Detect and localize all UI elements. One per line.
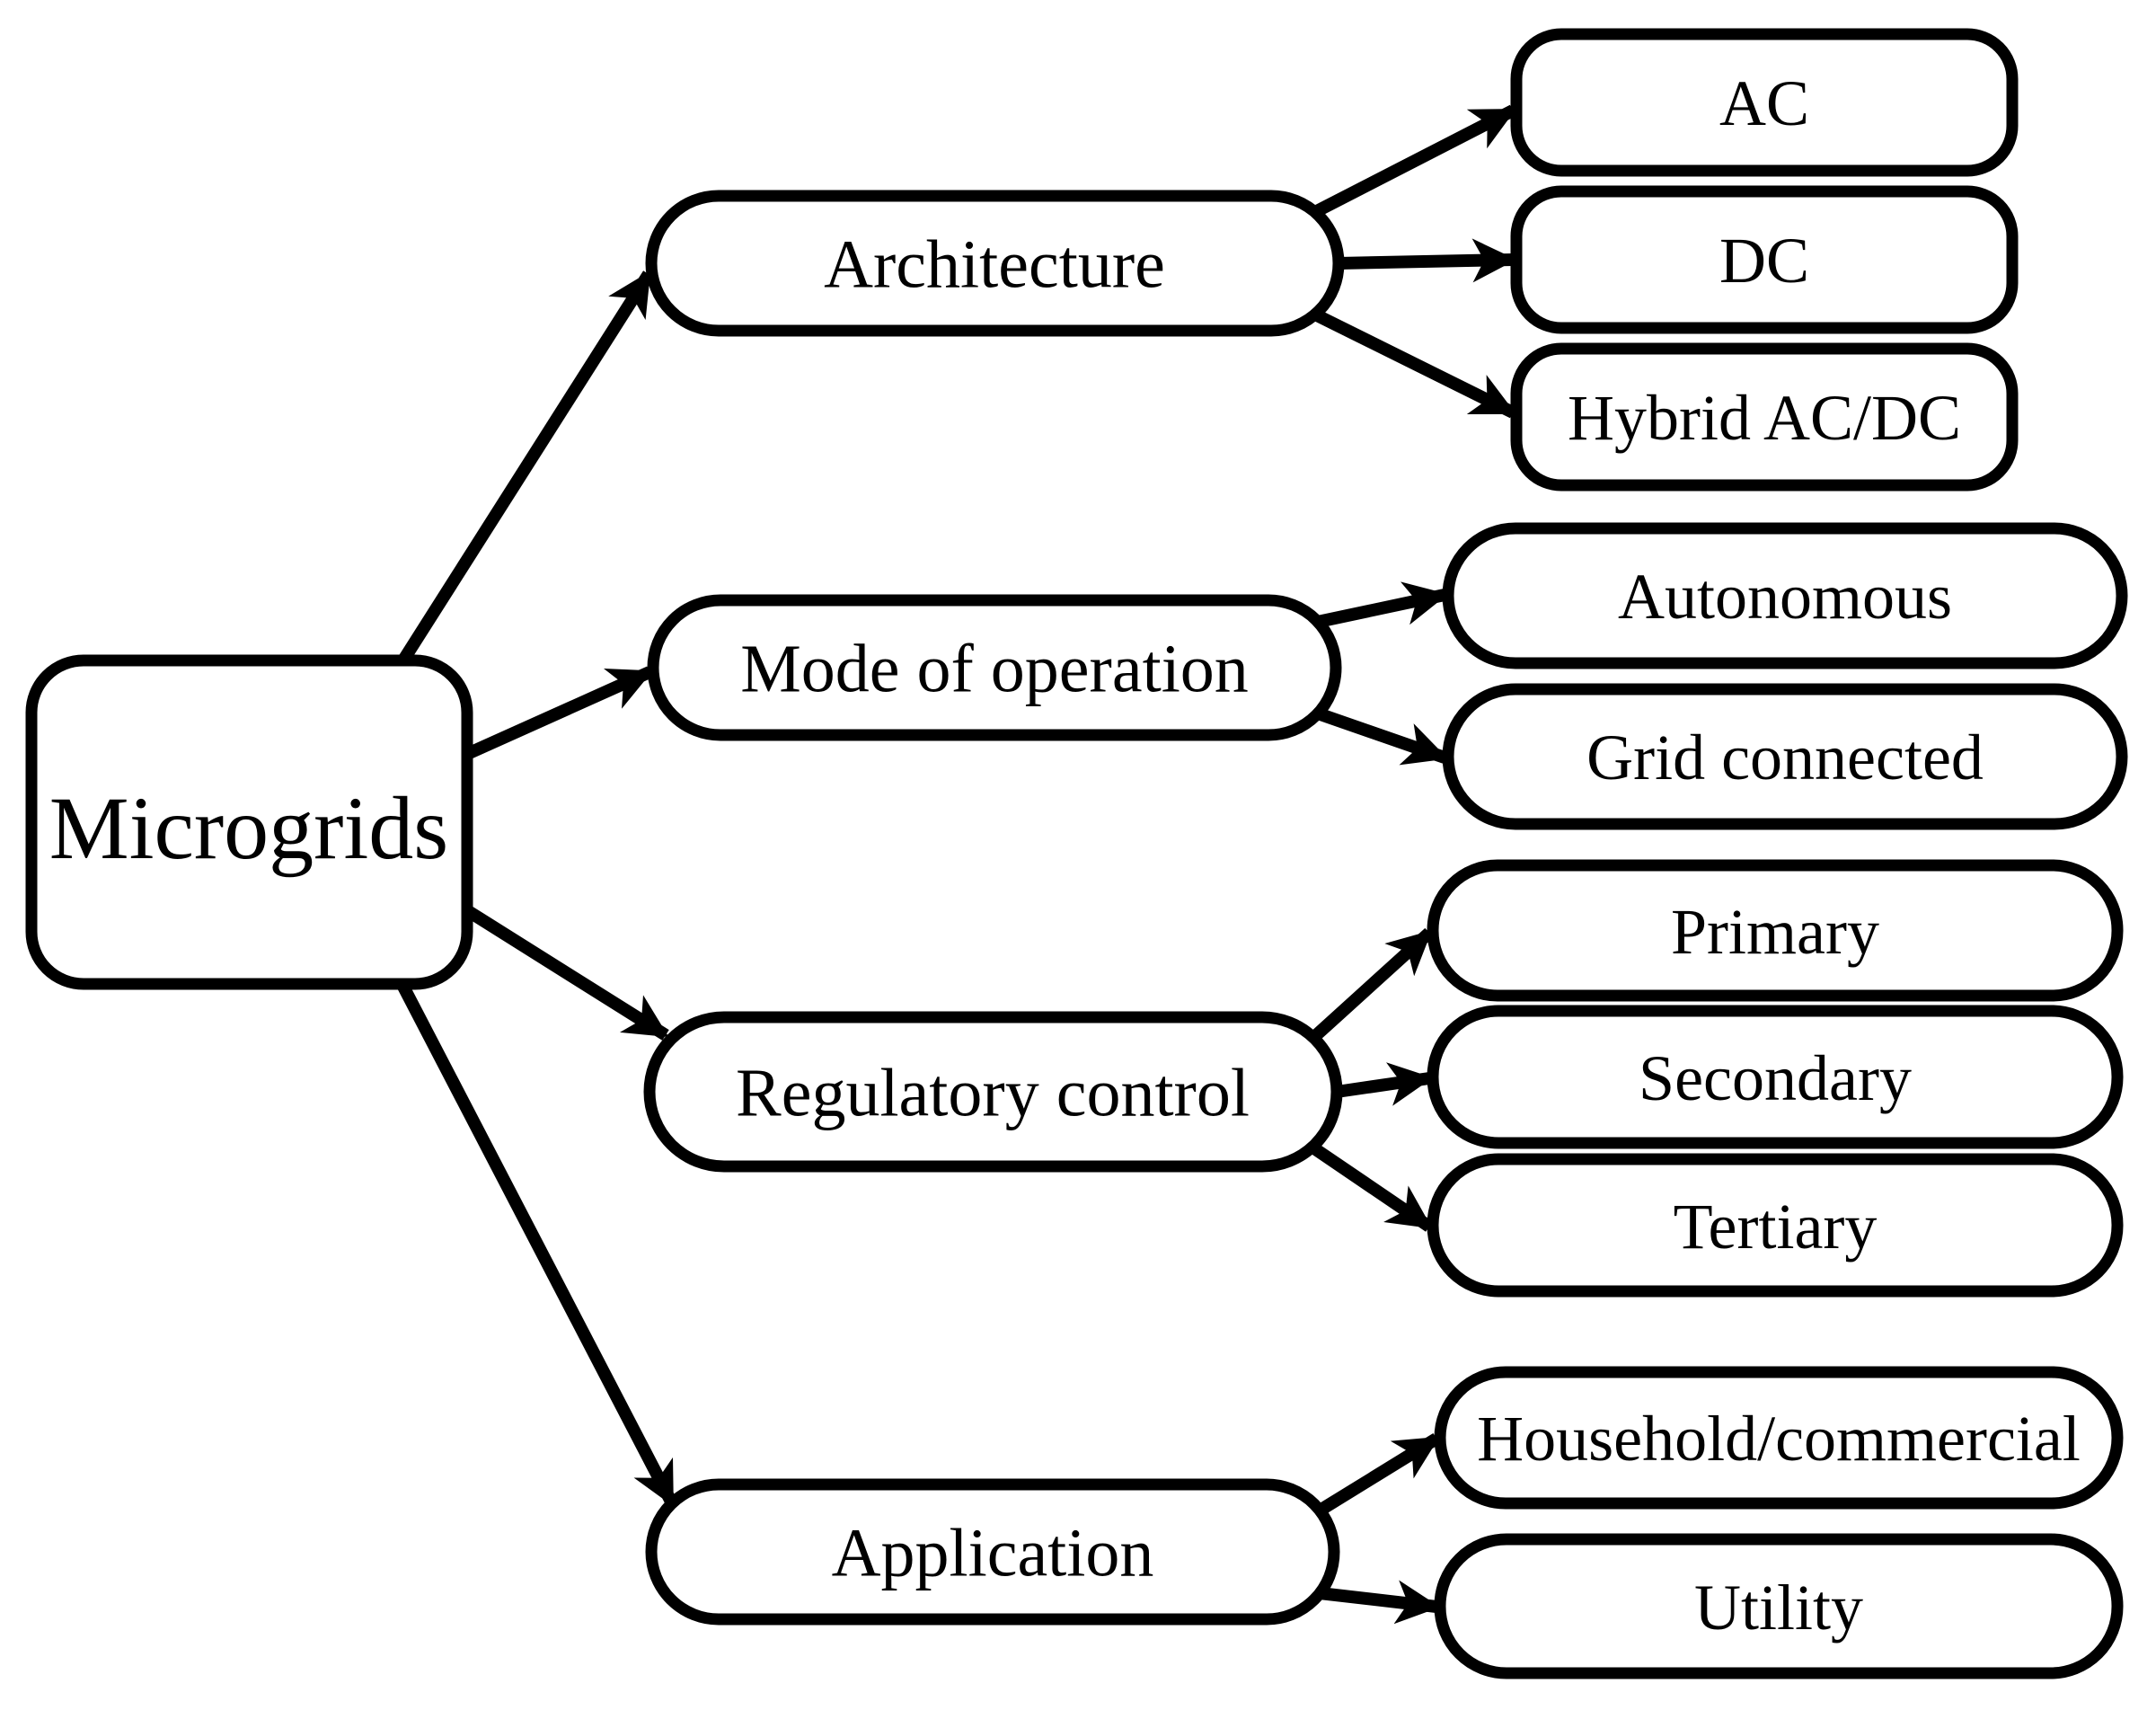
node-grid-connected-label: Grid connected xyxy=(1586,722,1984,793)
node-tertiary: Tertiary xyxy=(1427,1153,2124,1298)
edge-application-to-utility xyxy=(1319,1580,1441,1625)
edge-regulatory-to-tertiary xyxy=(1311,1143,1433,1232)
node-grid-connected-box xyxy=(1442,683,2128,830)
node-dc-box xyxy=(1510,185,2019,334)
node-application-label: Application xyxy=(832,1516,1154,1591)
node-household-commercial: Household/commercial xyxy=(1434,1366,2124,1510)
node-secondary: Secondary xyxy=(1427,1005,2124,1149)
edges-mode-of-operation xyxy=(1315,581,1448,766)
edge-application-to-household-commercial xyxy=(1316,1433,1440,1516)
node-secondary-label: Secondary xyxy=(1639,1042,1912,1114)
node-primary-label: Primary xyxy=(1671,896,1879,968)
edge-microgrids-to-regulatory-control xyxy=(462,904,669,1041)
node-dc-label: DC xyxy=(1719,225,1809,297)
node-utility: Utility xyxy=(1434,1533,2124,1679)
node-architecture-label: Architecture xyxy=(824,227,1165,303)
edges-regulatory-control xyxy=(1310,927,1434,1232)
node-microgrids-box xyxy=(25,654,473,990)
node-primary: Primary xyxy=(1427,859,2124,1002)
node-application-box xyxy=(645,1478,1340,1626)
node-regulatory-control-box xyxy=(643,1011,1343,1173)
edge-regulatory-to-secondary xyxy=(1335,1062,1434,1106)
node-grid-connected: Grid connected xyxy=(1442,683,2128,830)
node-architecture-box xyxy=(645,190,1345,337)
node-primary-box xyxy=(1427,859,2124,1002)
edge-microgrids-to-architecture xyxy=(394,270,654,669)
node-ac: AC xyxy=(1510,28,2019,177)
node-application: Application xyxy=(645,1478,1340,1626)
edge-regulatory-to-primary xyxy=(1310,927,1434,1042)
edges-architecture xyxy=(1308,104,1517,419)
edge-mode-to-autonomous xyxy=(1316,581,1448,628)
node-autonomous-box xyxy=(1442,522,2128,669)
node-ac-box xyxy=(1510,28,2019,177)
node-mode-of-operation-box xyxy=(647,594,1342,741)
node-regulatory-control: Regulatory control xyxy=(643,1011,1343,1173)
node-household-commercial-label: Household/commercial xyxy=(1477,1403,2081,1475)
node-utility-box xyxy=(1434,1533,2124,1679)
node-autonomous: Autonomous xyxy=(1442,522,2128,669)
node-tertiary-label: Tertiary xyxy=(1674,1191,1878,1263)
edge-mode-to-grid-connected xyxy=(1315,707,1448,766)
node-ac-label: AC xyxy=(1719,67,1809,139)
node-mode-of-operation-label: Mode of operation xyxy=(740,632,1249,707)
edge-microgrids-to-application xyxy=(395,979,678,1507)
edges-application xyxy=(1316,1433,1441,1625)
node-hybrid-ac-dc-label: Hybrid AC/DC xyxy=(1568,382,1961,454)
edge-architecture-to-dc xyxy=(1338,238,1517,283)
node-hybrid-ac-dc-box xyxy=(1510,342,2019,492)
edge-microgrids-to-mode-of-operation xyxy=(463,666,653,761)
node-tertiary-box xyxy=(1427,1153,2124,1298)
node-utility-label: Utility xyxy=(1694,1572,1863,1644)
node-architecture: Architecture xyxy=(645,190,1345,337)
node-regulatory-control-label: Regulatory control xyxy=(736,1056,1250,1131)
node-mode-of-operation: Mode of operation xyxy=(647,594,1342,741)
node-dc: DC xyxy=(1510,185,2019,334)
node-microgrids: Microgrids xyxy=(25,654,473,990)
node-microgrids-label: Microgrids xyxy=(49,778,448,878)
node-household-commercial-box xyxy=(1434,1366,2124,1510)
node-hybrid-ac-dc: Hybrid AC/DC xyxy=(1510,342,2019,492)
edge-architecture-to-ac xyxy=(1308,104,1516,220)
edge-architecture-to-hybrid-ac-dc xyxy=(1308,306,1516,419)
node-secondary-box xyxy=(1427,1005,2124,1149)
node-autonomous-label: Autonomous xyxy=(1618,561,1952,633)
edges-root xyxy=(394,270,678,1507)
